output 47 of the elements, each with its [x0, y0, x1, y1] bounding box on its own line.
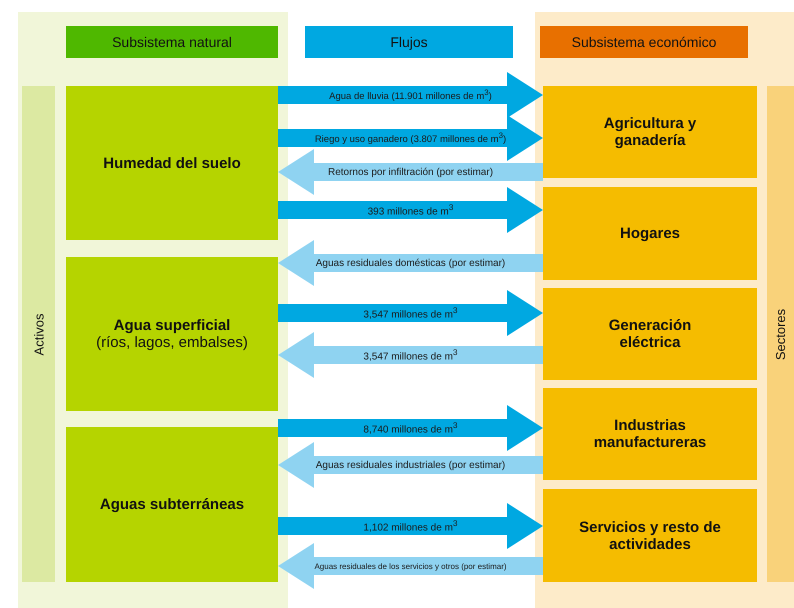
header-band: [540, 26, 748, 58]
category-box: [543, 489, 757, 582]
category-box: [543, 187, 757, 280]
edge-label: 393 millones de m$^{3}$: [368, 202, 454, 218]
flow-arrow: [278, 543, 543, 589]
header-title: Subsistema natural: [112, 34, 232, 50]
edge-label: 3,547 millones de m$^{3}$: [363, 305, 458, 321]
flow-arrow: [278, 405, 543, 451]
header-band: [305, 26, 513, 58]
category-box: [66, 257, 278, 411]
edge-label: 8,740 millones de m$^{3}$: [363, 420, 458, 436]
side-label: Sectores: [773, 308, 788, 360]
flow-arrow: [278, 240, 543, 286]
box-subtitle: (ríos, lagos, embalses): [95, 334, 249, 351]
side-bar: [22, 86, 55, 582]
category-box: [66, 86, 278, 240]
box-title: Servicios y resto de actividades: [578, 518, 722, 552]
header-title: Subsistema económico: [572, 34, 716, 50]
category-box: [66, 427, 278, 582]
flow-arrow: [278, 503, 543, 549]
flow-arrow: [278, 149, 543, 195]
side-label: Activos: [31, 313, 46, 355]
edge-label: 1,102 millones de m$^{3}$: [363, 518, 458, 534]
side-bar: [767, 86, 794, 582]
category-box: [543, 388, 757, 480]
flow-arrow: [278, 72, 543, 118]
edge-label: Aguas residuales domésticas (por estimar): [316, 258, 506, 268]
flow-arrow: [278, 115, 543, 161]
box-title: Industrias manufactureras: [592, 417, 708, 451]
edge-label: Agua de lluvia (11.901 millones de m$^{3}$): [329, 88, 492, 102]
box-title: Hogares: [618, 225, 682, 242]
box-title: Generación eléctrica: [608, 317, 692, 351]
edge-label: Retornos por infiltración (por estimar): [328, 166, 494, 178]
edge-label: Riego y uso ganadero (3.807 millones de m$^{3}$): [314, 130, 506, 146]
edge-label: Aguas residuales de los servicios y otros (por estimar): [314, 562, 507, 570]
box-title: Aguas subterráneas: [98, 496, 246, 513]
category-box: [543, 86, 757, 178]
box-title: Agua superficial: [112, 317, 232, 334]
box-title: Humedad del suelo: [102, 154, 242, 172]
edge-label: 3,547 millones de m$^{3}$: [363, 347, 458, 363]
box-title: Agricultura y ganadería: [602, 115, 698, 149]
header-title: Flujos: [390, 34, 428, 50]
flow-arrow: [278, 332, 543, 378]
flow-arrow: [278, 442, 543, 488]
category-box: [543, 288, 757, 380]
edge-label: Aguas residuales industriales (por estimar): [316, 460, 506, 470]
header-band: [66, 26, 278, 58]
